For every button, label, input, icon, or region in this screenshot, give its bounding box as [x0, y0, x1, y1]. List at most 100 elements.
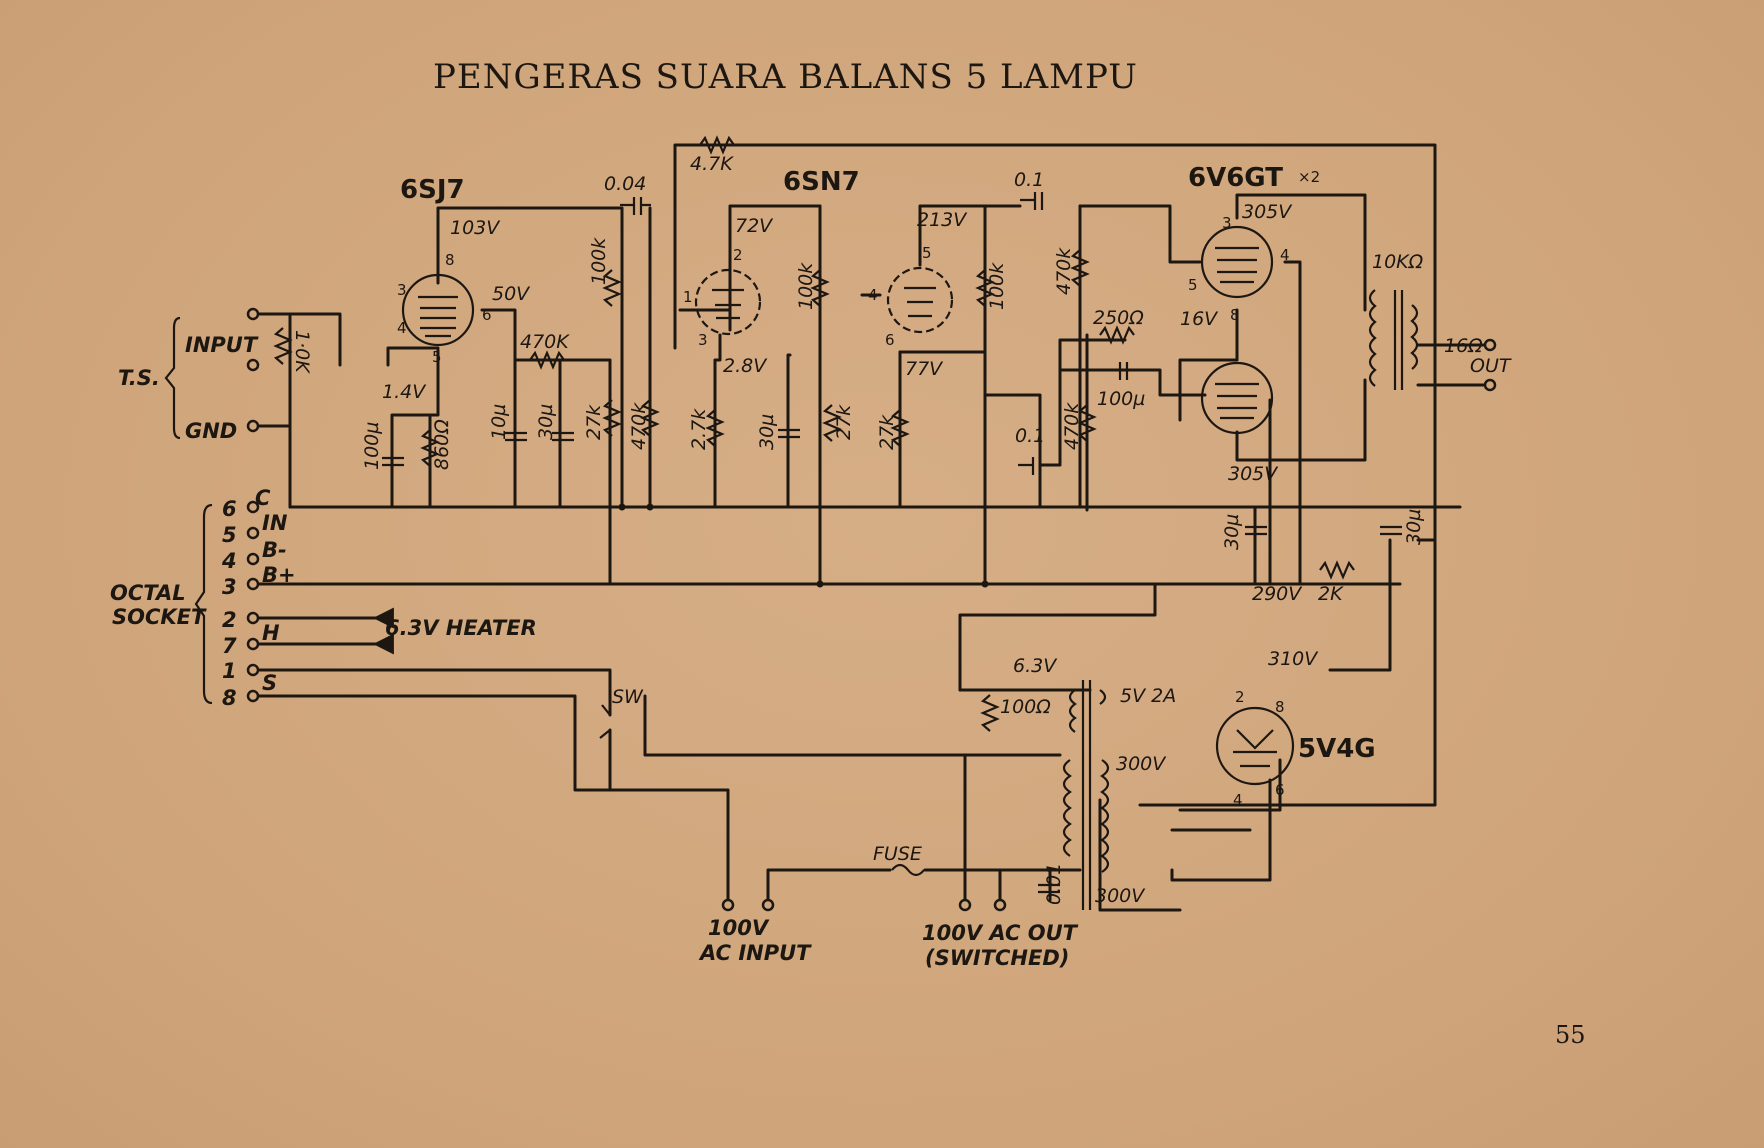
resistor-input [273, 327, 293, 365]
value-c-01-a: 0.1 [1014, 169, 1044, 191]
value-ot-10k: 10KΩ [1372, 251, 1424, 273]
svg-text:6: 6 [222, 497, 237, 521]
voltage-50: 50V [492, 283, 531, 305]
svg-text:IN: IN [262, 511, 288, 535]
value-r-100k-a: 100k [588, 237, 610, 285]
svg-text:4: 4 [1233, 791, 1243, 809]
value-r-input: 1·0K [291, 330, 313, 374]
voltage-16: 16V [1180, 308, 1219, 330]
page-number: 55 [1555, 1021, 1586, 1049]
value-c-10u: 10µ [488, 404, 510, 440]
svg-text:8: 8 [445, 251, 455, 269]
voltage-213: 213V [917, 209, 968, 231]
resistors [273, 135, 1355, 732]
resistor-2k [1319, 560, 1355, 580]
svg-text:3: 3 [1222, 214, 1232, 232]
value-sw: SW [612, 686, 644, 708]
tube-6v6gt-b-symbol [1200, 361, 1274, 435]
value-r-470k-c: 470k [1053, 247, 1075, 295]
voltage-labels: 103V 50V 1.4V 72V 2.8V 213V 77V 305V 16V… [382, 201, 1319, 670]
value-pt-300a: 300V [1116, 753, 1167, 775]
svg-text:C: C [255, 486, 271, 510]
capacitors [382, 192, 1402, 894]
svg-text:4: 4 [868, 286, 878, 304]
value-r-470k-b: 470k [628, 402, 650, 450]
voltage-1-4: 1.4V [382, 381, 427, 403]
value-r-27k-b: 2.7k [688, 408, 710, 450]
svg-text:2: 2 [1235, 688, 1245, 706]
voltage-72: 72V [735, 215, 774, 237]
svg-text:3: 3 [222, 575, 237, 599]
value-out: OUT [1470, 355, 1512, 377]
value-c-100u-b: 100µ [1097, 388, 1145, 410]
voltage-2-8: 2.8V [723, 355, 768, 377]
svg-text:6.3V HEATER: 6.3V HEATER [385, 616, 537, 640]
value-c-30u-c: 30µ [1221, 514, 1243, 550]
svg-text:8: 8 [1275, 698, 1285, 716]
tube-6sn7-a-symbol [694, 268, 762, 336]
resistor-27k-c [822, 404, 842, 442]
resistor-250 [1099, 325, 1135, 345]
svg-text:T.S.: T.S. [118, 366, 160, 390]
svg-text:3: 3 [698, 331, 708, 349]
value-r-27k-d: 27k [876, 414, 898, 450]
svg-text:4: 4 [397, 319, 407, 337]
tube-5v4g-symbol [1215, 706, 1295, 786]
value-r-470k-d: 470k [1061, 402, 1083, 450]
resistor-2-7k [705, 409, 725, 447]
value-r-100k-b: 100k [795, 262, 817, 310]
value-c-30u-a: 30µ [535, 404, 557, 440]
svg-text:4: 4 [1280, 246, 1290, 264]
voltage-305-a: 305V [1242, 201, 1293, 223]
resistor-27k-screen [602, 399, 622, 437]
resistor-4-7k [699, 135, 735, 155]
output-transformer [1368, 289, 1419, 390]
tube-6sn7-b-symbol [886, 266, 954, 334]
tube-5v4g-label: 5V4G [1298, 734, 1376, 764]
svg-text:3: 3 [397, 281, 407, 299]
tube-6sj7-label: 6SJ7 [400, 175, 465, 205]
svg-text:(SWITCHED): (SWITCHED) [925, 946, 1069, 970]
value-r-250: 250Ω [1093, 307, 1144, 329]
svg-text:1: 1 [683, 288, 693, 306]
value-c-001: 0.01 [1043, 863, 1065, 905]
value-c-004: 0.04 [604, 173, 646, 195]
resistor-470k-grid [529, 350, 565, 370]
svg-text:OCTAL: OCTAL [110, 581, 186, 605]
voltage-305-b: 305V [1228, 463, 1279, 485]
switch-symbol [599, 704, 611, 739]
value-r-470k-a: 470K [520, 331, 570, 353]
power-transformer [1062, 680, 1110, 910]
value-r-fb: 4.7K [690, 153, 734, 175]
svg-text:S: S [262, 671, 277, 695]
tube-6v6gt-count: ×2 [1298, 168, 1320, 186]
svg-text:6: 6 [482, 306, 492, 324]
value-c-01-b: 0.1 [1015, 425, 1045, 447]
voltage-103: 103V [450, 217, 501, 239]
resistor-100k-plate [602, 269, 622, 307]
voltage-77: 77V [905, 358, 944, 380]
ts-block: T.S. INPUT GND [118, 316, 259, 443]
svg-text:4: 4 [221, 549, 237, 573]
page-title: PENGERAS SUARA BALANS 5 LAMPU [433, 57, 1138, 97]
svg-text:5: 5 [1188, 276, 1198, 294]
resistor-470k-screen [640, 399, 660, 437]
fuse-symbol [891, 863, 925, 877]
svg-text:100V AC OUT: 100V AC OUT [922, 921, 1079, 945]
svg-text:6: 6 [1275, 781, 1285, 799]
svg-text:SOCKET: SOCKET [112, 605, 207, 629]
tube-6v6gt-a-symbol [1200, 225, 1274, 299]
octal-block: OCTAL SOCKET 6 C 5 IN 4 B- 3 B+ 2 7 H 1 … [110, 486, 537, 710]
value-r-27k-c: 27k [833, 404, 855, 440]
value-ot-16: 16Ω [1444, 335, 1483, 357]
value-r-100ohm: 100Ω [1000, 696, 1051, 718]
resistor-27k-d [890, 409, 910, 447]
value-pt-63: 6.3V [1013, 655, 1058, 677]
svg-text:INPUT: INPUT [185, 333, 259, 357]
resistor-100k-c [975, 269, 995, 307]
svg-text:B+: B+ [262, 563, 296, 587]
resistor-470k-d [1077, 404, 1097, 442]
svg-text:5: 5 [222, 523, 237, 547]
wiring [250, 143, 1492, 912]
